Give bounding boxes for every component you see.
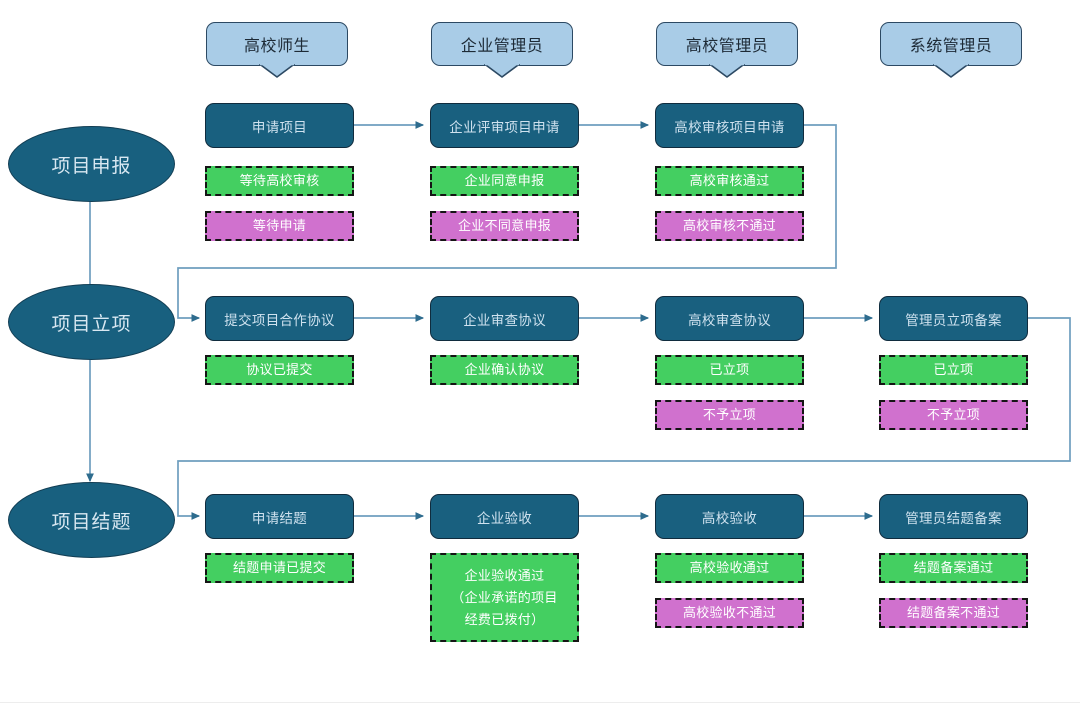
node-label: 高校验收: [701, 510, 758, 526]
node-label: 高校审核项目申请: [674, 119, 785, 135]
status-chip-r3s3-0[interactable]: 高校验收通过: [655, 553, 804, 583]
status-chip-r1s3-1[interactable]: 高校审核不通过: [655, 211, 804, 241]
status-chip-r1s1-1[interactable]: 等待申请: [205, 211, 354, 241]
process-node-r2s1[interactable]: 提交项目合作协议: [205, 296, 354, 341]
status-chip-r2s1-0[interactable]: 协议已提交: [205, 355, 354, 385]
status-label: 等待申请: [252, 218, 307, 233]
role-label: 企业管理员: [460, 38, 544, 55]
status-chip-r1s2-0[interactable]: 企业同意申报: [430, 166, 579, 196]
status-label: 结题备案通过: [913, 560, 994, 575]
process-node-r3s4[interactable]: 管理员结题备案: [879, 494, 1028, 539]
process-node-r1s3[interactable]: 高校审核项目申请: [655, 103, 804, 148]
callout-tail-icon: [933, 64, 969, 78]
node-label: 申请结题: [251, 510, 308, 526]
process-node-r3s1[interactable]: 申请结题: [205, 494, 354, 539]
stage-label: 项目申报: [51, 155, 132, 177]
role-callout-1[interactable]: 企业管理员: [431, 22, 573, 78]
node-label: 管理员结题备案: [905, 510, 1002, 526]
node-label: 提交项目合作协议: [224, 312, 335, 328]
status-chip-r3s4-1[interactable]: 结题备案不通过: [879, 598, 1028, 628]
status-chip-r3s2-0[interactable]: 企业验收通过 （企业承诺的项目 经费已拨付）: [430, 553, 579, 642]
status-chip-r3s4-0[interactable]: 结题备案通过: [879, 553, 1028, 583]
status-chip-r3s1-0[interactable]: 结题申请已提交: [205, 553, 354, 583]
role-callout-0[interactable]: 高校师生: [206, 22, 348, 78]
status-label: 高校验收不通过: [682, 605, 777, 620]
status-label: 已立项: [933, 362, 974, 377]
status-label: 高校审核通过: [689, 173, 770, 188]
status-label: 协议已提交: [246, 362, 313, 377]
process-node-r1s1[interactable]: 申请项目: [205, 103, 354, 148]
node-label: 申请项目: [251, 119, 308, 135]
role-callout-2[interactable]: 高校管理员: [656, 22, 798, 78]
role-label: 高校师生: [243, 38, 310, 55]
status-chip-r1s2-1[interactable]: 企业不同意申报: [430, 211, 579, 241]
process-node-r3s3[interactable]: 高校验收: [655, 494, 804, 539]
status-label-line-0: 企业验收通过: [464, 567, 545, 583]
role-label: 高校管理员: [685, 38, 769, 55]
process-node-r3s2[interactable]: 企业验收: [430, 494, 579, 539]
stage-label: 项目立项: [51, 313, 132, 335]
status-chip-r2s4-0[interactable]: 已立项: [879, 355, 1028, 385]
node-label: 企业验收: [476, 510, 533, 526]
callout-tail-icon: [709, 64, 745, 78]
process-node-r2s3[interactable]: 高校审查协议: [655, 296, 804, 341]
status-label: 企业同意申报: [464, 173, 545, 188]
stage-ellipse-2[interactable]: 项目结题: [8, 482, 175, 558]
status-chip-r2s3-0[interactable]: 已立项: [655, 355, 804, 385]
status-label: 高校审核不通过: [682, 218, 777, 233]
status-label: 结题申请已提交: [232, 560, 327, 575]
status-chip-r3s3-1[interactable]: 高校验收不通过: [655, 598, 804, 628]
status-label-line-2: 经费已拨付）: [464, 611, 545, 627]
process-node-r2s4[interactable]: 管理员立项备案: [879, 296, 1028, 341]
stage-ellipse-0[interactable]: 项目申报: [8, 126, 175, 202]
status-chip-r1s1-0[interactable]: 等待高校审核: [205, 166, 354, 196]
node-label: 企业评审项目申请: [449, 119, 560, 135]
node-label: 高校审查协议: [688, 312, 771, 328]
status-chip-r2s3-1[interactable]: 不予立项: [655, 400, 804, 430]
stage-label: 项目结题: [51, 511, 132, 533]
role-callout-3[interactable]: 系统管理员: [880, 22, 1022, 78]
status-label-line-1: （企业承诺的项目: [451, 589, 558, 605]
status-label: 结题备案不通过: [906, 605, 1001, 620]
stage-ellipse-1[interactable]: 项目立项: [8, 284, 175, 360]
bottom-divider: [0, 702, 1080, 703]
status-chip-r1s3-0[interactable]: 高校审核通过: [655, 166, 804, 196]
status-label: 企业不同意申报: [457, 218, 552, 233]
status-label: 不予立项: [702, 407, 757, 422]
process-node-r1s2[interactable]: 企业评审项目申请: [430, 103, 579, 148]
process-node-r2s2[interactable]: 企业审查协议: [430, 296, 579, 341]
node-label: 企业审查协议: [463, 312, 546, 328]
status-label: 企业确认协议: [464, 362, 545, 377]
callout-tail-icon: [259, 64, 295, 78]
status-label: 已立项: [709, 362, 750, 377]
node-label: 管理员立项备案: [905, 312, 1002, 328]
status-chip-r2s4-1[interactable]: 不予立项: [879, 400, 1028, 430]
role-label: 系统管理员: [909, 38, 993, 55]
callout-tail-icon: [484, 64, 520, 78]
status-label: 不予立项: [926, 407, 981, 422]
status-chip-r2s2-0[interactable]: 企业确认协议: [430, 355, 579, 385]
status-label: 等待高校审核: [239, 173, 320, 188]
status-label: 高校验收通过: [689, 560, 770, 575]
